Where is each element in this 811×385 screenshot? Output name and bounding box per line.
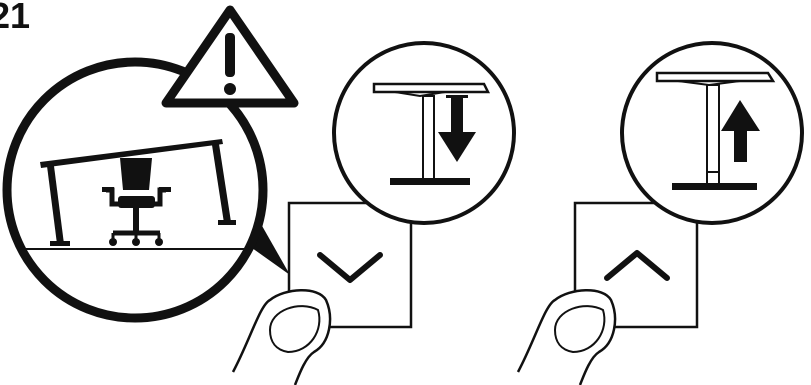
chevron-up-icon <box>604 250 670 281</box>
arrow-down-icon <box>438 98 476 162</box>
chair-icon <box>102 158 171 246</box>
down-button-panel <box>287 201 413 329</box>
desk-raising-detail <box>620 41 804 225</box>
warning-bubble <box>2 57 290 323</box>
finger-icon <box>516 289 617 385</box>
step-number: 21 <box>0 0 31 36</box>
finger-icon <box>231 289 332 385</box>
chevron-down-icon <box>317 252 383 283</box>
desk-lowering-detail <box>332 41 516 225</box>
warning-triangle-icon <box>161 5 299 108</box>
arrow-up-icon <box>721 100 760 162</box>
